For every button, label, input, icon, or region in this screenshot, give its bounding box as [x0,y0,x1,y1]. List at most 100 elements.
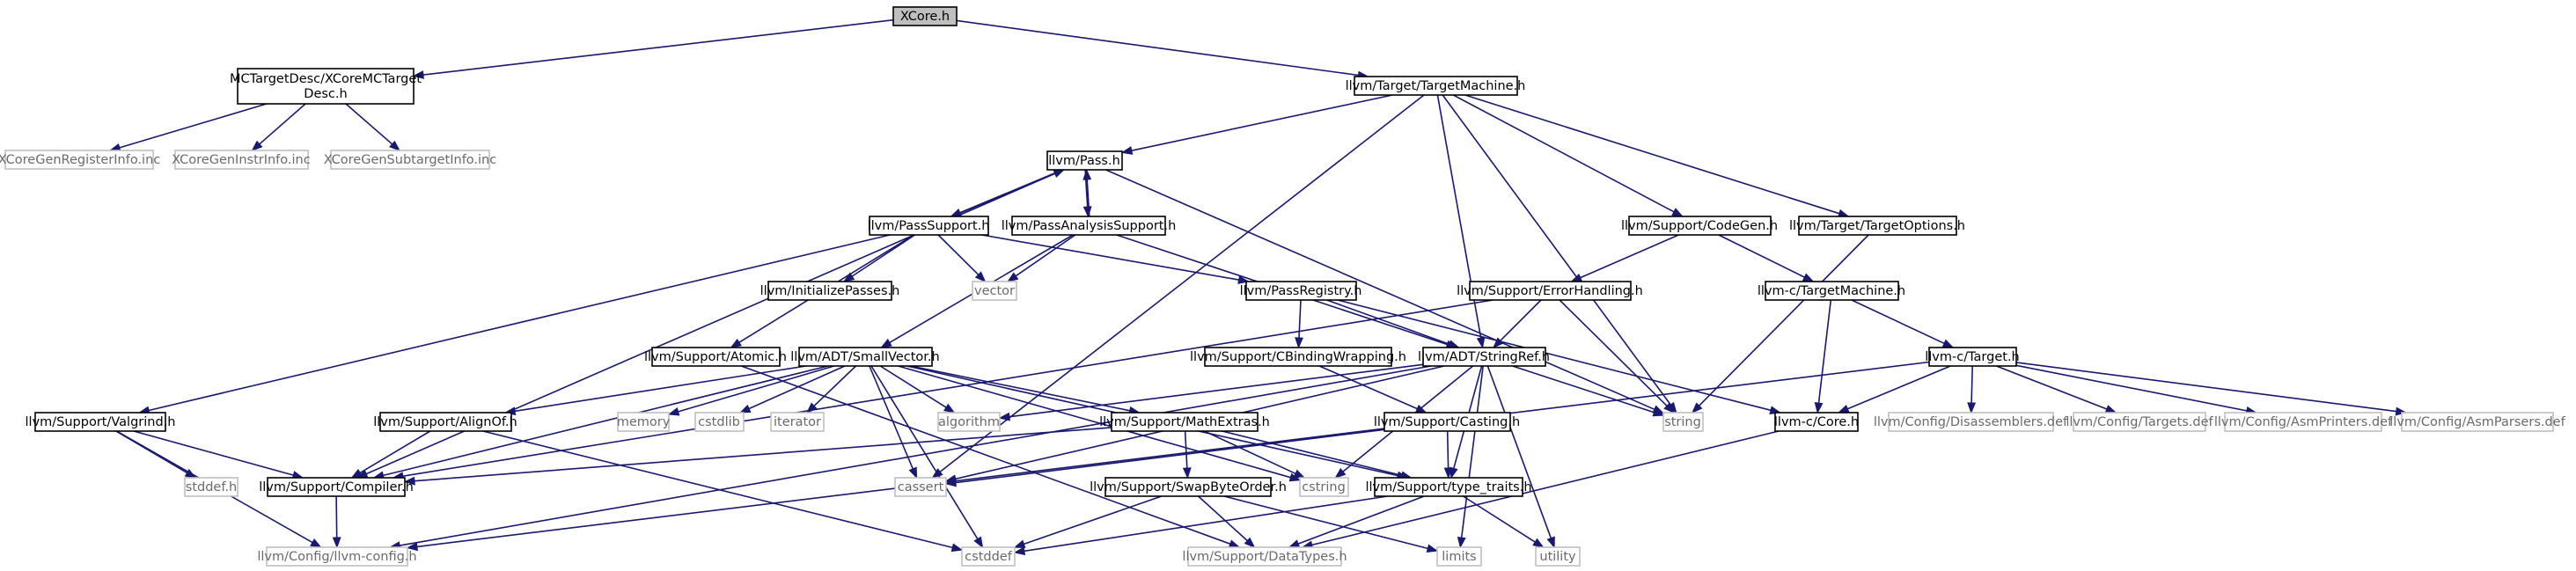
node-support-atomic-h[interactable]: llvm/Support/Atomic.h [644,347,787,367]
edge-targetmachine-to-pass [1120,94,1393,155]
node-cassert[interactable]: cassert [894,477,947,497]
node-label: MCTargetDesc/XCoreMCTarget [230,72,422,86]
node-target-options-h[interactable]: llvm/Target/TargetOptions.h [1789,216,1965,236]
edge-mctarget-to-subtarget [345,103,400,151]
node-label: cstdlib [698,415,740,429]
node-label: llvm/Support/ErrorHandling.h [1457,284,1643,298]
edge-ctarget-to-ccore [1837,365,1951,414]
edge-smallvector-to-algorithm [879,365,956,414]
edge-mathextras-to-swapbyteorder [1182,430,1192,479]
node-compiler-h[interactable]: llvm/Support/Compiler.h [259,477,414,497]
node-xcore-mc-target-desc-h[interactable]: MCTargetDesc/XCoreMCTarget Desc.h [230,68,422,105]
node-stddef-h[interactable]: stddef.h [184,477,239,497]
node-xcore-gen-register-info-inc[interactable]: XCoreGenRegisterInfo.inc [0,150,160,170]
node-label: llvm/Support/CBindingWrapping.h [1190,350,1406,364]
node-label: llvm/PassSupport.h [868,219,990,233]
node-pass-h[interactable]: llvm/Pass.h [1046,150,1123,171]
node-label: llvm-c/Core.h [1774,415,1859,429]
node-algorithm[interactable]: algorithm [937,412,1001,432]
edge-compiler-to-llvmconfig [332,495,341,549]
node-disassemblers-def[interactable]: llvm/Config/Disassemblers.def [1874,412,2068,432]
edge-alignof-to-cstddef [482,430,964,553]
node-error-handling-h[interactable]: llvm/Support/ErrorHandling.h [1457,281,1643,301]
node-label: llvm/InitializePasses.h [760,284,900,298]
node-label: llvm/Support/Atomic.h [644,350,787,364]
edge-casting-to-typetraits [1443,430,1453,479]
edge-cbinding-to-casting [1318,365,1427,414]
node-data-types-h[interactable]: llvm/Support/DataTypes.h [1182,546,1347,567]
node-initialize-passes-h[interactable]: llvm/InitializePasses.h [760,281,900,301]
node-asm-parsers-def[interactable]: llvm/Config/AsmParsers.def [2389,412,2566,432]
node-iterator[interactable]: iterator [770,412,825,432]
edge-mathextras-to-compiler [403,427,1112,486]
node-label: llvm/Support/Compiler.h [259,480,414,494]
edge-passanalysis-to-pass [1083,168,1092,217]
node-xcore-gen-subtarget-info-inc[interactable]: XCoreGenSubtargetInfo.inc [324,150,496,170]
edge-alignof-to-compiler [350,430,431,479]
node-label: llvm/Config/AsmPrinters.def [2214,415,2393,429]
edge-mathextras-to-cstring [1204,430,1306,479]
node-label: llvm/Config/Targets.def [2066,415,2213,429]
node-label: cstddef [965,550,1013,564]
node-asm-printers-def[interactable]: llvm/Config/AsmPrinters.def [2214,412,2393,432]
node-label: limits [1442,550,1476,564]
node-string-ref-h[interactable]: llvm/ADT/StringRef.h [1418,347,1550,367]
node-label: cstring [1302,480,1346,494]
edge-mctarget-to-reginfo [108,103,268,152]
node-target-machine-h[interactable]: llvm/Target/TargetMachine.h [1346,76,1526,96]
edge-swapbyteorder-to-datatypes [1198,495,1256,548]
edge-casting-to-cassert [944,428,1385,487]
node-cstring[interactable]: cstring [1299,477,1349,497]
node-targets-def[interactable]: llvm/Config/Targets.def [2066,412,2214,432]
edge-ctarget-to-asmprinters [2015,364,2258,415]
node-label: XCoreGenInstrInfo.inc [172,153,310,167]
edge-smallvector-to-cassert [869,365,918,479]
node-c-target-machine-h[interactable]: llvm-c/TargetMachine.h [1758,281,1905,301]
edge-typetraits-to-utility [1463,495,1545,548]
node-c-binding-wrapping-h[interactable]: llvm/Support/CBindingWrapping.h [1190,347,1406,367]
node-swap-byte-order-h[interactable]: llvm/Support/SwapByteOrder.h [1090,477,1287,497]
node-cstddef[interactable]: cstddef [961,546,1016,567]
edge-typetraits-to-cstddef [1013,495,1388,556]
node-label: llvm/Config/llvm-config.h [257,550,416,564]
node-pass-support-h[interactable]: llvm/PassSupport.h [868,216,990,236]
node-label: llvm-c/Target.h [1925,350,2020,364]
node-support-codegen-h[interactable]: llvm/Support/CodeGen.h [1621,216,1778,236]
node-pass-registry-h[interactable]: llvm/PassRegistry.h [1240,281,1362,301]
node-limits[interactable]: limits [1436,546,1482,567]
edge-smallvector-to-cstddef [870,365,984,549]
edge-typetraits-to-datatypes [1288,495,1425,548]
node-xcore-h[interactable]: XCore.h [892,6,958,26]
node-memory[interactable]: memory [617,412,671,432]
node-c-target-h[interactable]: llvm-c/Target.h [1925,347,2020,367]
edge-swapbyteorder-to-cstddef [1013,495,1163,548]
node-string[interactable]: string [1662,412,1704,432]
node-label: llvm-c/TargetMachine.h [1758,284,1905,298]
edge-stringref-to-algorithm [998,363,1424,421]
edge-stringref-to-string [1512,365,1665,417]
node-llvm-config-h[interactable]: llvm/Config/llvm-config.h [257,546,417,567]
node-label: vector [974,284,1015,298]
node-vector[interactable]: vector [972,281,1017,301]
edge-smallvector-to-cstdlib [738,365,846,414]
node-casting-h[interactable]: llvm/Support/Casting.h [1374,412,1520,432]
node-small-vector-h[interactable]: llvm/ADT/SmallVector.h [790,347,940,367]
node-type-traits-h[interactable]: llvm/Support/type_traits.h [1365,477,1532,497]
edge-passsupport-to-initpasses [842,234,915,282]
node-valgrind-h[interactable]: llvm/Support/Valgrind.h [26,412,176,432]
node-math-extras-h[interactable]: llvm/Support/MathExtras.h [1099,412,1270,432]
edge-passanalysis-to-vector [1007,234,1076,282]
node-label: llvm/PassAnalysisSupport.h [1002,219,1177,233]
node-cstdlib[interactable]: cstdlib [694,412,745,432]
edge-codegen-to-errorhandling [1570,234,1679,282]
node-xcore-gen-instr-info-inc[interactable]: XCoreGenInstrInfo.inc [172,150,311,170]
edge-swapbyteorder-to-limits [1223,495,1439,553]
node-c-core-h[interactable]: llvm-c/Core.h [1774,412,1859,432]
edge-ctargetmachine-to-ctarget [1851,299,1955,348]
node-utility[interactable]: utility [1535,546,1581,567]
node-label: llvm/Target/TargetOptions.h [1789,219,1965,233]
node-label: llvm/Support/type_traits.h [1365,480,1531,494]
node-align-of-h[interactable]: llvm/Support/AlignOf.h [373,412,517,432]
node-pass-analysis-support-h[interactable]: llvm/PassAnalysisSupport.h [1002,216,1177,236]
